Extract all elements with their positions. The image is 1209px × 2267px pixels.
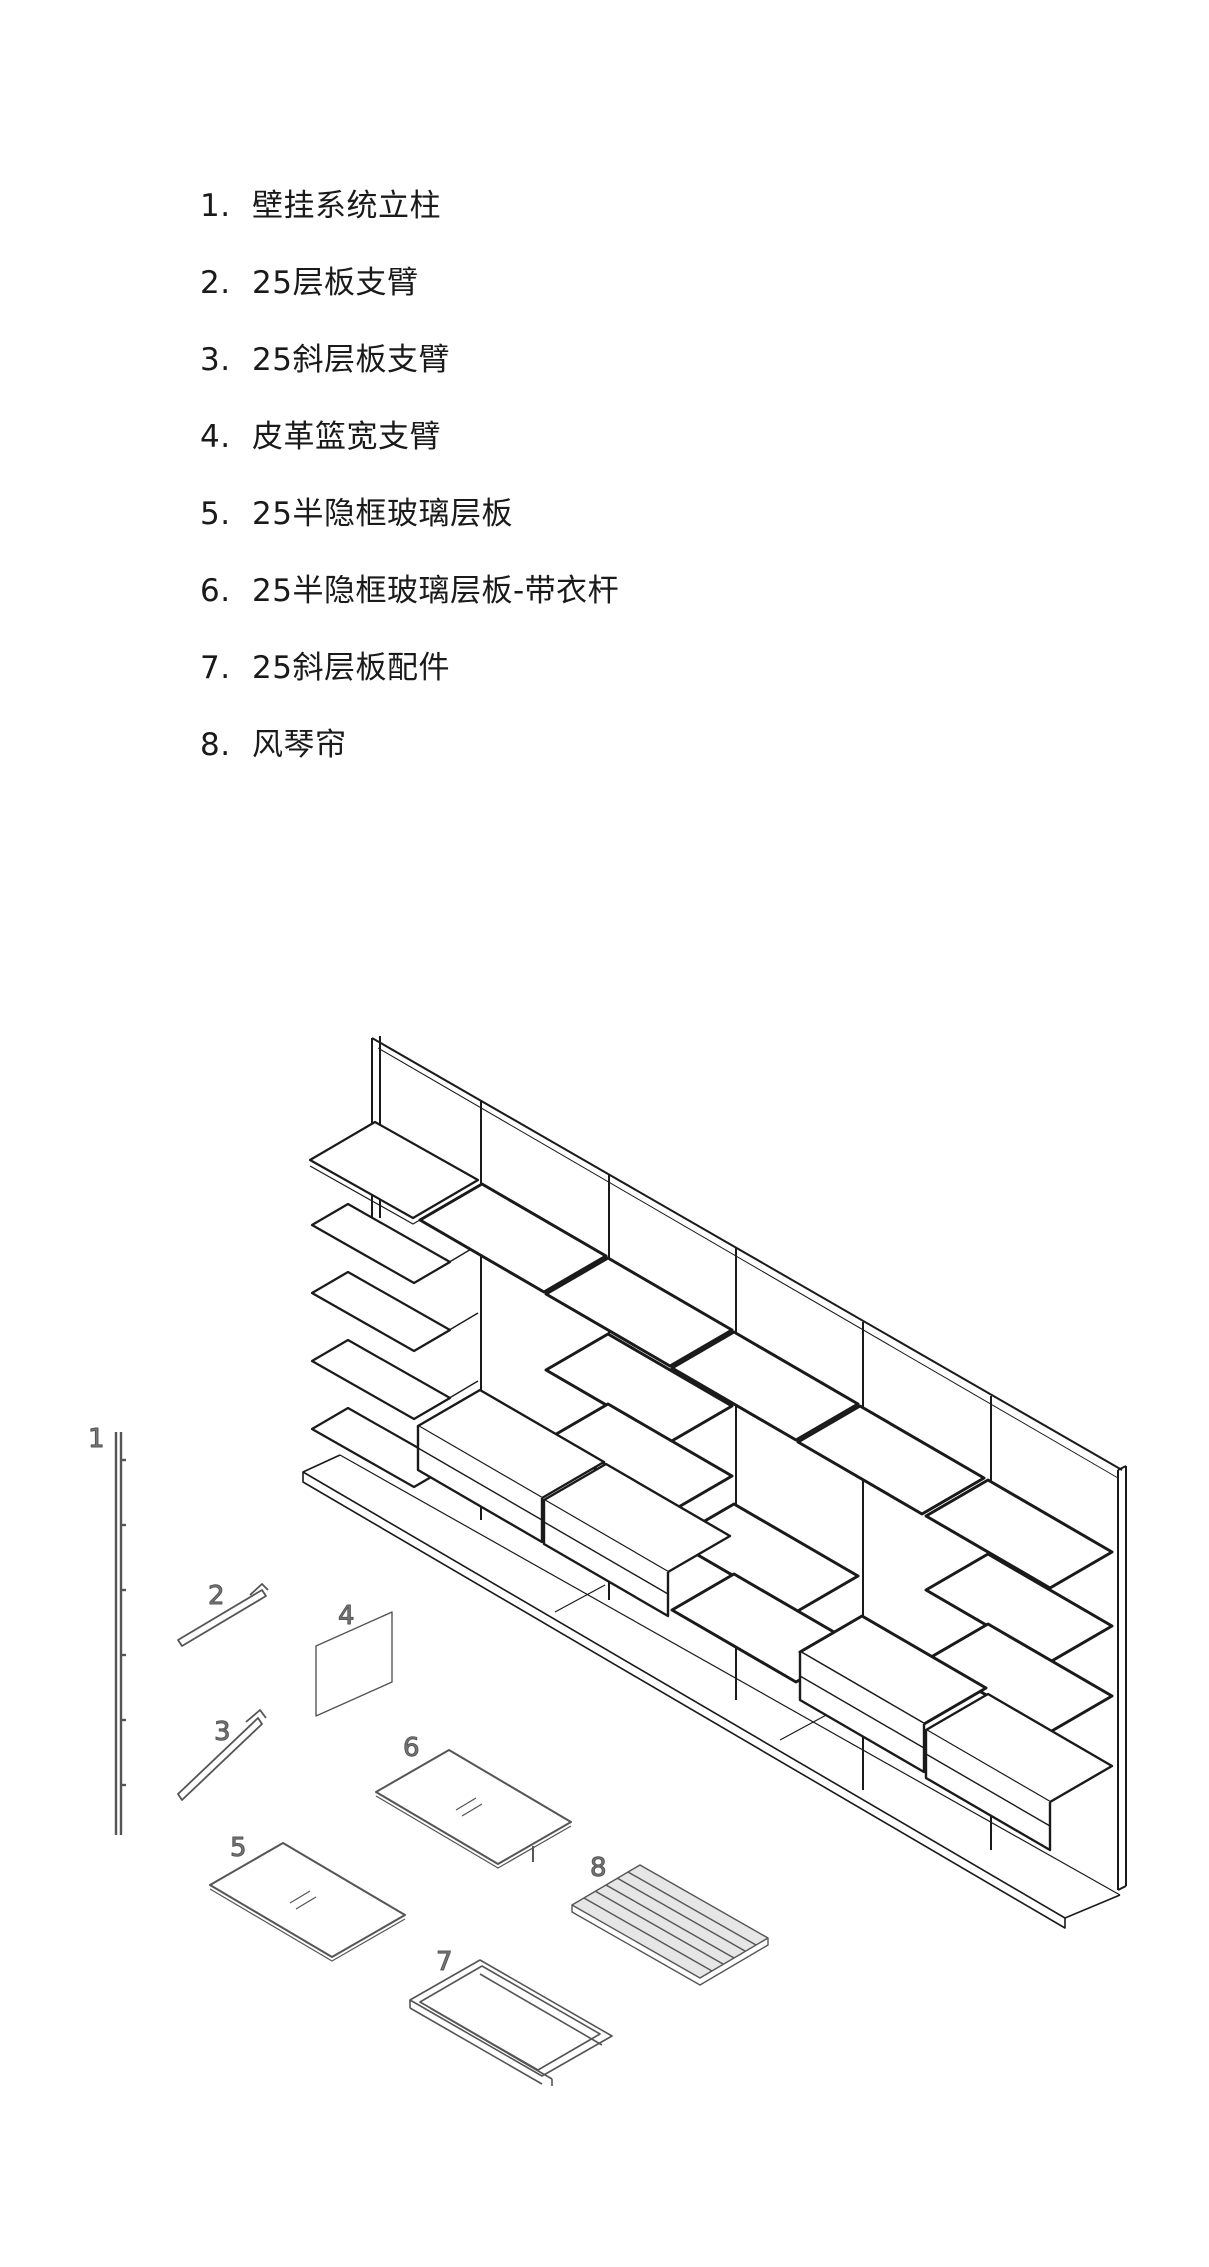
part-name: 皮革篮宽支臂 — [252, 419, 441, 455]
part-2-shelf-arm — [177, 1583, 269, 1647]
top-rail — [371, 1037, 1123, 1471]
callout-6: 6 — [403, 1733, 420, 1763]
part-name: 风琴帘 — [252, 727, 347, 763]
part-name: 25斜层板支臂 — [252, 342, 450, 378]
part-number: 7. — [200, 650, 231, 686]
part-6-glass-shelf-rod — [375, 1749, 572, 1869]
callout-1: 1 — [88, 1424, 105, 1454]
exploded-parts: 1 2 3 4 5 — [88, 1424, 769, 2086]
parts-list-item: 1. 壁挂系统立柱 — [200, 186, 619, 263]
part-8-accordion-curtain — [571, 1864, 769, 1986]
callout-2: 2 — [208, 1581, 225, 1611]
part-5-glass-shelf — [209, 1842, 406, 1962]
part-number: 4. — [200, 419, 231, 455]
parts-list-item: 8. 风琴帘 — [200, 725, 619, 802]
part-number: 1. — [200, 188, 231, 224]
part-number: 8. — [200, 727, 231, 763]
part-name: 25层板支臂 — [252, 265, 419, 301]
parts-list-item: 5. 25半隐框玻璃层板 — [200, 494, 619, 571]
callout-3: 3 — [214, 1717, 231, 1747]
part-name: 25半隐框玻璃层板-带衣杆 — [252, 573, 620, 609]
left-shelf-stack — [308, 1120, 480, 1489]
part-name: 壁挂系统立柱 — [252, 188, 441, 224]
part-name: 25半隐框玻璃层板 — [252, 496, 513, 532]
parts-list-item: 7. 25斜层板配件 — [200, 648, 619, 725]
part-number: 5. — [200, 496, 231, 532]
part-number: 6. — [200, 573, 231, 609]
part-7-sloped-shelf-fitting — [409, 1959, 613, 2086]
top-rail-inner — [377, 1047, 1119, 1479]
parts-list: 1. 壁挂系统立柱 2. 25层板支臂 3. 25斜层板支臂 4. 皮革篮宽支臂 5. 2… — [200, 186, 619, 802]
part-number: 3. — [200, 342, 231, 378]
part-1-wall-upright — [114, 1432, 126, 1835]
floor-plinth — [302, 1454, 1121, 1929]
part-name: 25斜层板配件 — [252, 650, 450, 686]
callout-5: 5 — [230, 1833, 247, 1863]
callout-7: 7 — [436, 1947, 453, 1977]
parts-list-item: 6. 25半隐框玻璃层板-带衣杆 — [200, 571, 619, 648]
drawer-units — [416, 1388, 1114, 1852]
callout-4: 4 — [338, 1601, 355, 1631]
part-number: 2. — [200, 265, 231, 301]
parts-list-item: 4. 皮革篮宽支臂 — [200, 417, 619, 494]
assembled-wall-system — [302, 1036, 1127, 1929]
part-3-sloped-shelf-arm — [177, 1709, 267, 1801]
parts-list-item: 3. 25斜层板支臂 — [200, 340, 619, 417]
part-4-basket-arm — [315, 1611, 393, 1717]
parts-list-item: 2. 25层板支臂 — [200, 263, 619, 340]
callout-8: 8 — [590, 1853, 607, 1883]
